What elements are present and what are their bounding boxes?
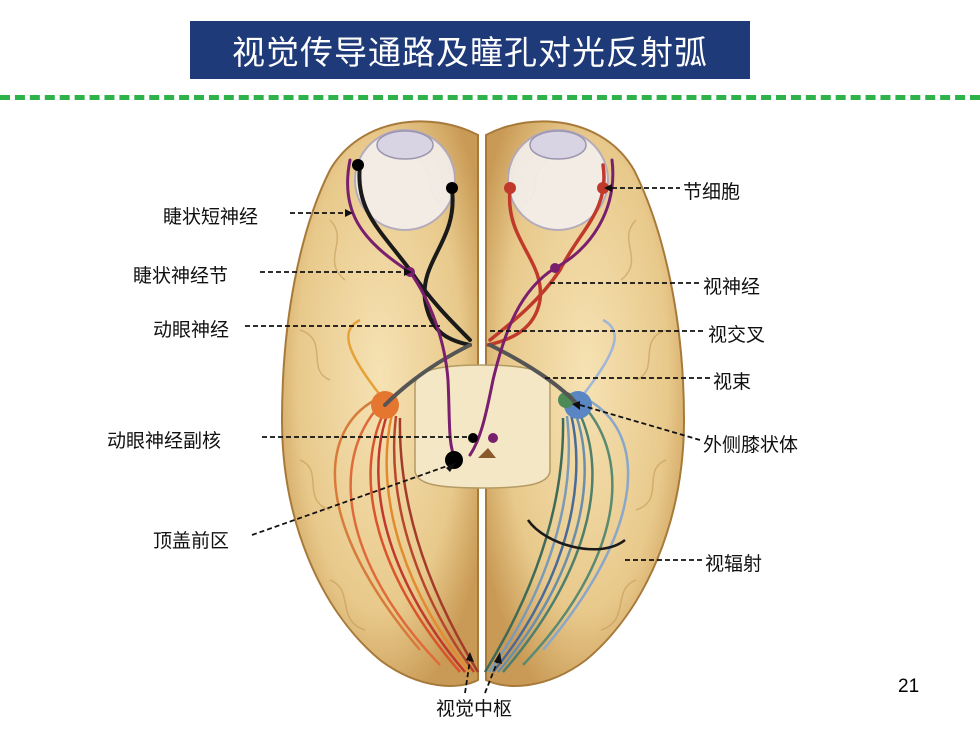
label-ciliary-ganglion: 睫状神经节 bbox=[133, 265, 229, 287]
label-visual-center: 视觉中枢 bbox=[436, 698, 513, 720]
left-eye bbox=[354, 129, 456, 231]
label-lateral-geniculate: 外侧膝状体 bbox=[703, 434, 799, 456]
label-pretectal-area: 顶盖前区 bbox=[153, 530, 230, 552]
label-accessory-nucleus: 动眼神经副核 bbox=[107, 430, 222, 452]
label-ganglion-cell: 节细胞 bbox=[683, 181, 741, 203]
label-oculomotor-nerve: 动眼神经 bbox=[153, 319, 230, 341]
right-optic-radiation-fibers bbox=[483, 318, 630, 673]
leader-arrowheads bbox=[345, 184, 612, 664]
label-optic-radiation: 视辐射 bbox=[705, 553, 763, 575]
leader-lines bbox=[245, 187, 710, 694]
label-optic-tract: 视束 bbox=[713, 371, 752, 393]
dashed-divider bbox=[0, 95, 980, 100]
slide-title: 视觉传导通路及瞳孔对光反射弧 bbox=[190, 21, 750, 79]
label-optic-chiasm: 视交叉 bbox=[708, 324, 766, 346]
optic-radiation-loop bbox=[526, 519, 626, 551]
right-eye bbox=[507, 129, 609, 231]
brain-illustration bbox=[280, 120, 686, 687]
optic-pathways bbox=[346, 158, 615, 460]
label-optic-nerve: 视神经 bbox=[703, 276, 761, 298]
left-optic-radiation-fibers bbox=[333, 318, 480, 673]
label-ciliary-short-nerve: 睫状短神经 bbox=[163, 206, 259, 228]
page-number: 21 bbox=[898, 676, 920, 697]
